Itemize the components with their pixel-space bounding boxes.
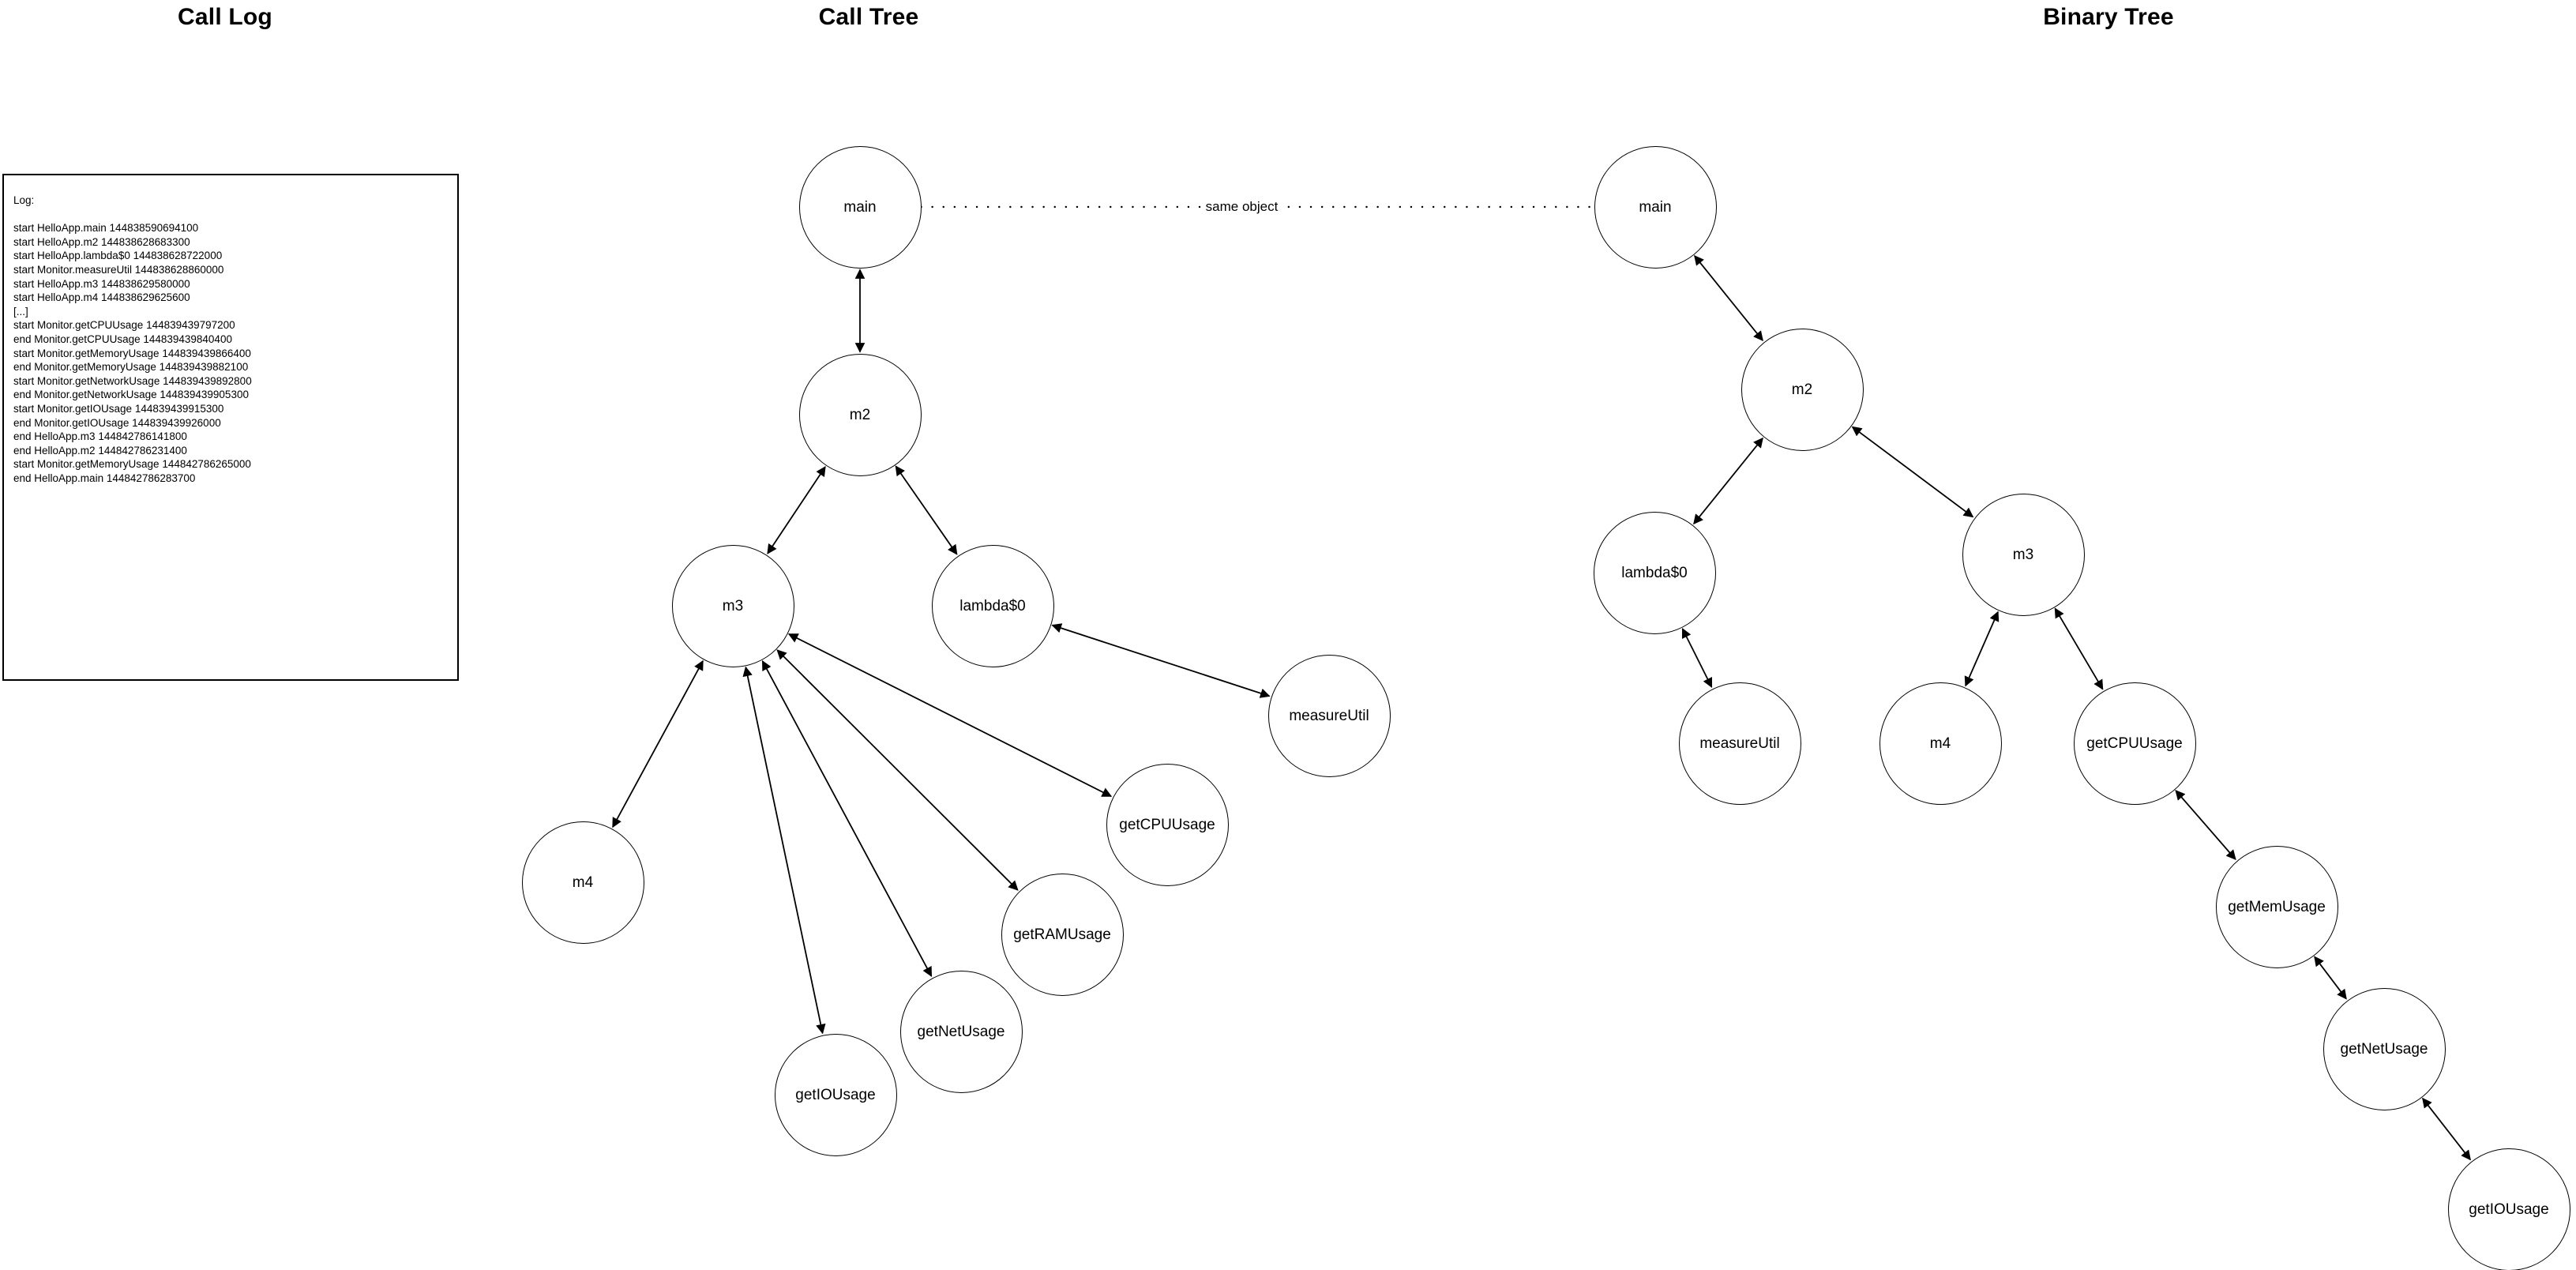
call-tree-node-main[interactable]: main: [798, 145, 922, 269]
node-label: m2: [1791, 381, 1813, 398]
binary-tree-edge-bt-m3-to-bt-m4: [1964, 611, 2000, 687]
binary-tree-node-m4[interactable]: m4: [1879, 682, 2002, 805]
node-label: measureUtil: [1289, 707, 1369, 724]
binary-tree-edge-bt-getnetusage-to-bt-getiousage: [2422, 1097, 2471, 1161]
call-log-box: Log: start HelloApp.main 144838590694100…: [2, 174, 459, 681]
call-tree-edge-ct-m3-to-ct-getnetusage: [761, 659, 933, 978]
binary-tree-node-getiousage[interactable]: getIOUsage: [2447, 1148, 2570, 1270]
call-tree-node-measureutil[interactable]: measureUtil: [1267, 654, 1391, 777]
node-label: m4: [572, 874, 594, 891]
call-tree-edge-ct-m3-to-ct-getcpuusage: [787, 633, 1113, 798]
call-tree-node-getramusage[interactable]: getRAMUsage: [1001, 873, 1124, 996]
call-tree-node-getcpuusage[interactable]: getCPUUsage: [1106, 763, 1229, 886]
binary-tree-edge-bt-m2-to-bt-m3: [1851, 426, 1974, 518]
call-tree-edge-ct-m3-to-ct-m4: [612, 659, 704, 829]
binary-tree-edge-bt-getcpuusage-to-bt-getmemusage: [2175, 790, 2236, 860]
page-title-call-log: Call Log: [178, 4, 272, 30]
node-label: getCPUUsage: [1119, 816, 1215, 833]
node-label: m3: [2012, 546, 2034, 563]
binary-tree-node-measureutil[interactable]: measureUtil: [1678, 682, 1801, 805]
binary-tree-edge-bt-m3-to-bt-getcpuusage: [2054, 607, 2104, 690]
call-tree-node-m2[interactable]: m2: [798, 353, 922, 476]
call-tree-edge-ct-m3-to-ct-getiousage: [742, 666, 826, 1035]
node-label: getCPUUsage: [2086, 735, 2183, 752]
node-label: m4: [1929, 735, 1951, 752]
node-label: getIOUsage: [795, 1086, 876, 1103]
node-label: m2: [849, 406, 871, 423]
node-label: main: [843, 198, 877, 216]
call-tree-edge-ct-m2-to-ct-m3: [767, 466, 826, 554]
call-tree-node-lambda-0[interactable]: lambda$0: [931, 544, 1054, 667]
call-tree-node-m3[interactable]: m3: [671, 544, 794, 667]
node-label: main: [1639, 198, 1672, 216]
node-label: getMemUsage: [2228, 898, 2326, 915]
binary-tree-edge-bt-main-to-bt-m2: [1694, 254, 1763, 342]
page-title-call-tree: Call Tree: [818, 4, 919, 30]
binary-tree-edge-bt-m2-to-bt-lambda0: [1693, 437, 1763, 525]
call-log-text: Log: start HelloApp.main 144838590694100…: [13, 194, 252, 484]
node-label: measureUtil: [1699, 735, 1780, 752]
node-label: getNetUsage: [917, 1023, 1005, 1040]
node-label: getIOUsage: [2469, 1200, 2549, 1218]
node-label: m3: [722, 597, 744, 614]
binary-tree-node-m2[interactable]: m2: [1740, 328, 1864, 451]
binary-tree-node-getmemusage[interactable]: getMemUsage: [2215, 845, 2338, 968]
binary-tree-edge-bt-lambda0-to-bt-measureutil: [1681, 627, 1713, 689]
node-label: getNetUsage: [2340, 1040, 2428, 1058]
call-tree-node-getiousage[interactable]: getIOUsage: [774, 1033, 897, 1156]
same-object-label: same object: [1200, 199, 1283, 215]
binary-tree-node-m3[interactable]: m3: [1962, 493, 2085, 616]
page-title-binary-tree: Binary Tree: [2043, 4, 2174, 30]
call-tree-edge-ct-lambda0-to-ct-measureutil: [1051, 623, 1271, 698]
binary-tree-node-main[interactable]: main: [1594, 145, 1717, 269]
call-tree-node-getnetusage[interactable]: getNetUsage: [899, 970, 1023, 1093]
node-label: getRAMUsage: [1013, 926, 1111, 943]
call-tree-node-m4[interactable]: m4: [521, 821, 644, 944]
binary-tree-node-getnetusage[interactable]: getNetUsage: [2323, 987, 2446, 1110]
binary-tree-node-getcpuusage[interactable]: getCPUUsage: [2073, 682, 2196, 805]
binary-tree-edge-bt-getmemusage-to-bt-getnetusage: [2314, 956, 2347, 1000]
node-label: lambda$0: [959, 597, 1026, 614]
call-tree-edge-ct-m2-to-ct-lambda0: [895, 465, 958, 555]
binary-tree-node-lambda-0[interactable]: lambda$0: [1593, 511, 1716, 634]
node-label: lambda$0: [1621, 564, 1688, 581]
call-tree-edge-ct-m3-to-ct-getramusage: [776, 649, 1019, 891]
